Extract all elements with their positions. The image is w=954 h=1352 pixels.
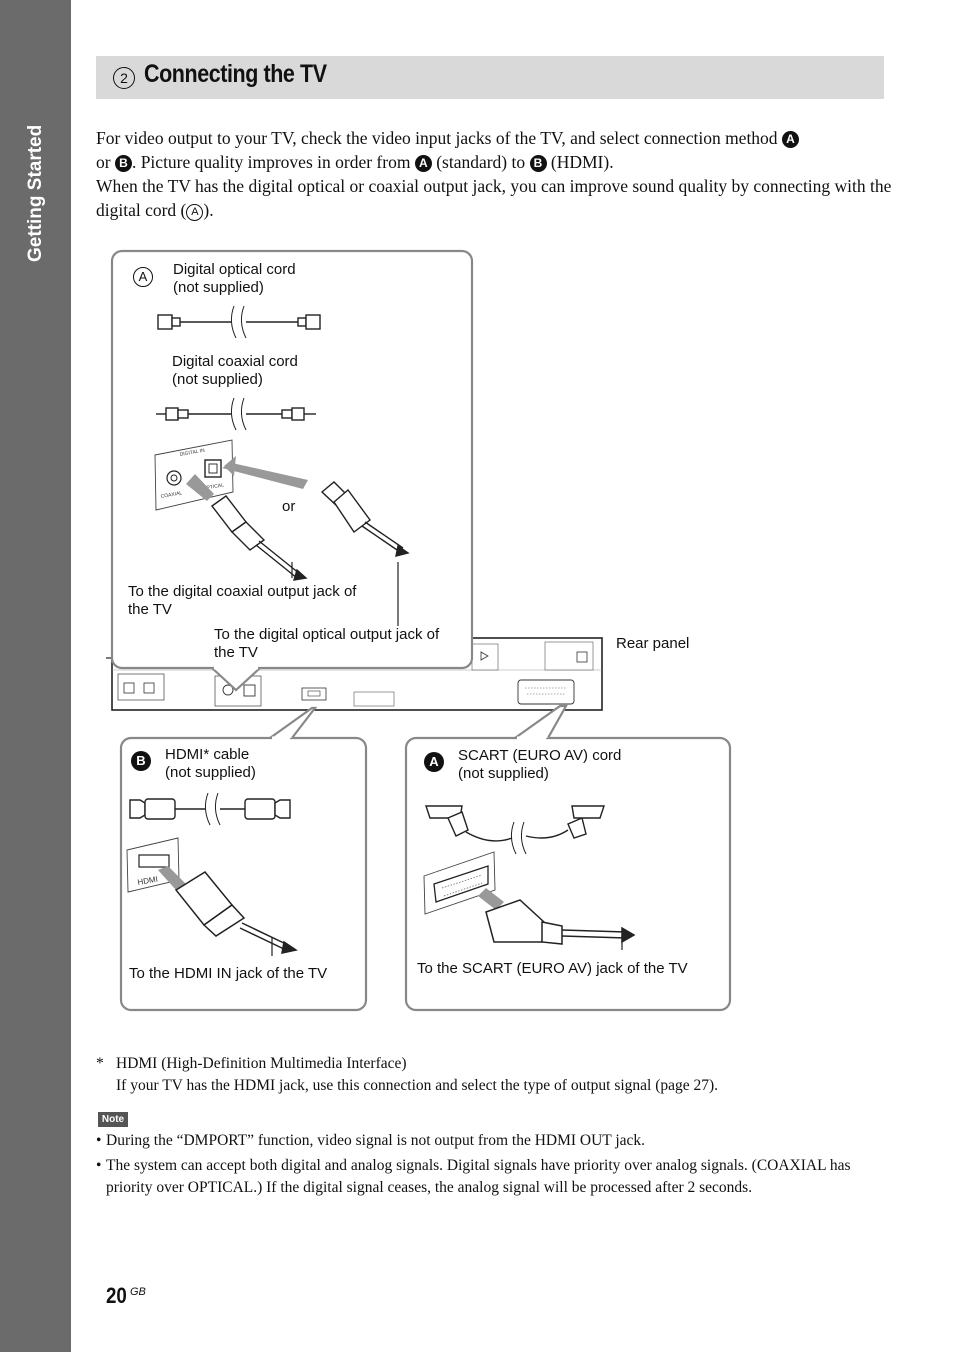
note-item: •During the “DMPORT” function, video sig… bbox=[96, 1132, 646, 1149]
section-title: Connecting the TV bbox=[144, 60, 327, 88]
scart-cord-label: SCART (EURO AV) cord(not supplied) bbox=[458, 747, 622, 782]
scart-plug-drawing bbox=[485, 899, 636, 950]
scart-jack-drawing bbox=[423, 851, 496, 915]
hdmi-jack-callout: To the HDMI IN jack of the TV bbox=[129, 965, 328, 982]
rear-panel-label: Rear panel bbox=[616, 635, 690, 652]
section-number: 2 bbox=[113, 67, 135, 89]
or-label: or bbox=[282, 498, 296, 515]
hdmi-in-label: HDMI bbox=[137, 875, 159, 887]
scart-jack-callout: To the SCART (EURO AV) jack of the TV bbox=[417, 960, 688, 977]
panel-a-digital-mark: A bbox=[133, 267, 153, 287]
section-header: 2 Connecting the TV bbox=[96, 56, 884, 99]
panel-a-scart-mark: A bbox=[424, 752, 444, 772]
note-badge: Note bbox=[98, 1112, 128, 1127]
method-a-icon: A bbox=[414, 155, 432, 172]
coaxial-jack-label: COAXIAL bbox=[160, 490, 183, 500]
note-item: •The system can accept both digital and … bbox=[96, 1157, 851, 1196]
hdmi-cable-drawing bbox=[129, 792, 291, 826]
method-b-icon: B bbox=[529, 155, 547, 172]
panel-a-scart-frame bbox=[404, 736, 732, 1012]
coaxial-plug-drawing bbox=[211, 495, 308, 581]
intro-text: For video output to your TV, check the v… bbox=[96, 126, 896, 222]
panel-b-mark: B bbox=[131, 751, 151, 771]
method-a-icon: A bbox=[781, 131, 799, 148]
scart-cord-drawing bbox=[425, 805, 605, 855]
page-locale-suffix: GB bbox=[130, 1286, 146, 1298]
hdmi-cable-label: HDMI* cable(not supplied) bbox=[165, 746, 256, 781]
digital-in-jack-drawing: DIGITAL IN COAXIAL OPTICAL bbox=[154, 439, 234, 511]
coaxial-cord-drawing bbox=[156, 397, 316, 431]
page-number: 20 bbox=[106, 1283, 127, 1308]
optical-cord-label: Digital optical cord(not supplied) bbox=[173, 261, 296, 296]
digital-in-label: DIGITAL IN bbox=[179, 448, 205, 458]
method-a-outline-icon: A bbox=[186, 204, 204, 221]
footnote-star: * bbox=[96, 1055, 104, 1072]
optical-jack-label: OPTICAL bbox=[202, 482, 224, 492]
sidebar-tab: Getting Started bbox=[0, 0, 71, 1352]
coaxial-cord-label: Digital coaxial cord(not supplied) bbox=[172, 353, 298, 388]
intro-paragraph-1: For video output to your TV, check the v… bbox=[96, 126, 896, 174]
optical-plug-drawing bbox=[320, 481, 410, 626]
footnote-body: If your TV has the HDMI jack, use this c… bbox=[116, 1077, 719, 1094]
note-list: •During the “DMPORT” function, video sig… bbox=[96, 1130, 896, 1202]
panel-a-digital-frame bbox=[110, 249, 474, 670]
footnote-title: HDMI (High-Definition Multimedia Interfa… bbox=[116, 1055, 407, 1072]
optical-cord-drawing bbox=[157, 305, 321, 339]
method-b-icon: B bbox=[114, 155, 132, 172]
hdmi-plug-drawing bbox=[174, 871, 298, 956]
intro-paragraph-2: When the TV has the digital optical or c… bbox=[96, 176, 892, 221]
panel-b-hdmi-frame bbox=[119, 736, 368, 1012]
